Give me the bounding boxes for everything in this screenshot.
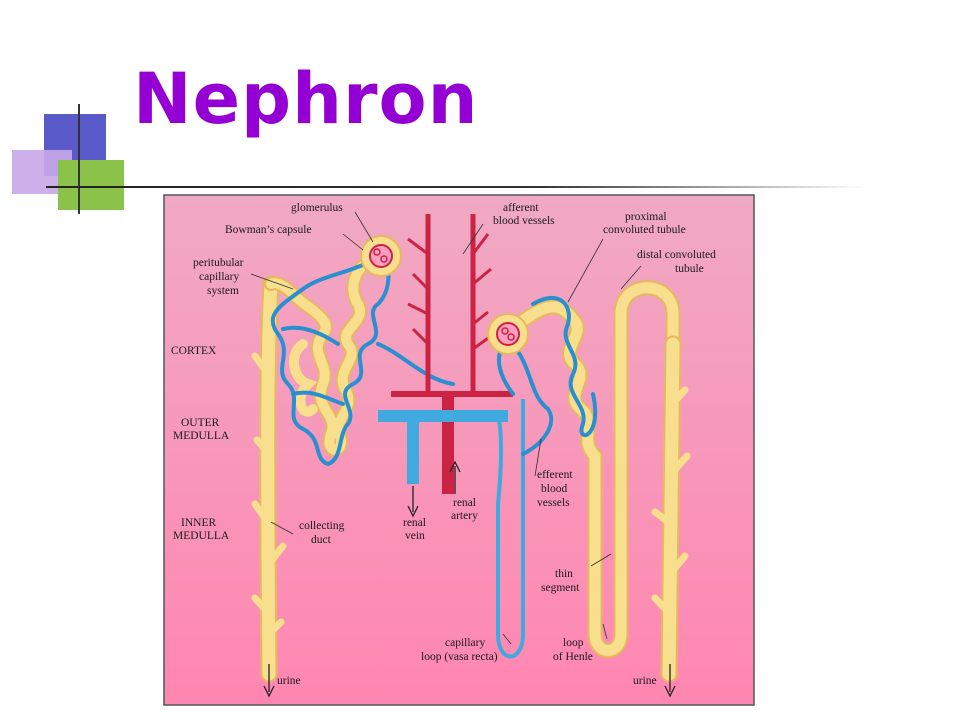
label-efferent-3: vessels bbox=[537, 497, 570, 509]
label-urine-right: urine bbox=[633, 675, 657, 687]
label-renal-artery-2: artery bbox=[451, 510, 478, 522]
label-outer-medulla-2: MEDULLA bbox=[173, 430, 230, 442]
label-afferent-1: afferent bbox=[503, 202, 539, 214]
label-thin-2: segment bbox=[541, 582, 580, 594]
label-renal-vein-2: vein bbox=[405, 530, 425, 542]
renal-vein-tree bbox=[378, 399, 525, 659]
slide-title: Nephron bbox=[133, 58, 479, 140]
label-efferent-2: blood bbox=[541, 483, 567, 495]
label-loop-henle-1: loop bbox=[563, 637, 584, 649]
collecting-duct-right bbox=[651, 335, 691, 683]
decor-vertical-line bbox=[78, 104, 80, 214]
decor-square-green bbox=[58, 160, 124, 210]
nephron-diagram-svg: glomerulus Bowman’s capsule peritubular … bbox=[163, 194, 755, 706]
nephron-diagram: glomerulus Bowman’s capsule peritubular … bbox=[163, 194, 755, 706]
diagram-labels: glomerulus Bowman’s capsule peritubular … bbox=[171, 202, 716, 687]
nephron-left-tubule bbox=[264, 249, 388, 457]
label-peritubular-1: peritubular bbox=[193, 257, 244, 269]
label-glomerulus: glomerulus bbox=[291, 202, 343, 214]
label-afferent-2: blood vessels bbox=[493, 215, 555, 227]
label-collecting-1: collecting bbox=[299, 520, 345, 532]
glomerulus-left bbox=[360, 235, 402, 277]
label-inner-medulla-2: MEDULLA bbox=[173, 530, 230, 542]
glomerulus-right bbox=[487, 313, 529, 355]
collecting-duct-left bbox=[251, 275, 287, 683]
label-collecting-2: duct bbox=[311, 534, 332, 546]
label-bowmans-capsule: Bowman’s capsule bbox=[225, 224, 312, 236]
renal-vein-arrow bbox=[407, 486, 419, 518]
label-proximal-1: proximal bbox=[625, 211, 667, 223]
label-distal-2: tubule bbox=[675, 263, 704, 275]
nephron-right-tubule bbox=[500, 280, 681, 658]
label-peritubular-3: system bbox=[207, 285, 239, 297]
label-proximal-2: convoluted tubule bbox=[603, 224, 686, 236]
label-renal-artery-1: renal bbox=[453, 497, 476, 509]
urine-arrow-left bbox=[263, 664, 275, 698]
label-loop-henle-2: of Henle bbox=[553, 651, 593, 663]
label-capillary-loop-2: loop (vasa recta) bbox=[421, 651, 498, 663]
label-thin-1: thin bbox=[555, 568, 573, 580]
label-efferent-1: efferent bbox=[537, 469, 573, 481]
renal-artery-arrow bbox=[449, 460, 461, 494]
label-leader-lines bbox=[250, 211, 642, 645]
urine-arrow-right bbox=[664, 664, 676, 698]
label-capillary-loop-1: capillary bbox=[445, 637, 485, 649]
label-distal-1: distal convoluted bbox=[637, 249, 716, 261]
label-cortex: CORTEX bbox=[171, 345, 217, 357]
peritubular-capillaries-left bbox=[270, 252, 455, 467]
label-renal-vein-1: renal bbox=[403, 517, 426, 529]
title-underline bbox=[46, 186, 866, 188]
label-inner-medulla-1: INNER bbox=[181, 517, 216, 529]
label-urine-left: urine bbox=[277, 675, 301, 687]
label-peritubular-2: capillary bbox=[199, 271, 239, 283]
label-outer-medulla-1: OUTER bbox=[181, 417, 220, 429]
